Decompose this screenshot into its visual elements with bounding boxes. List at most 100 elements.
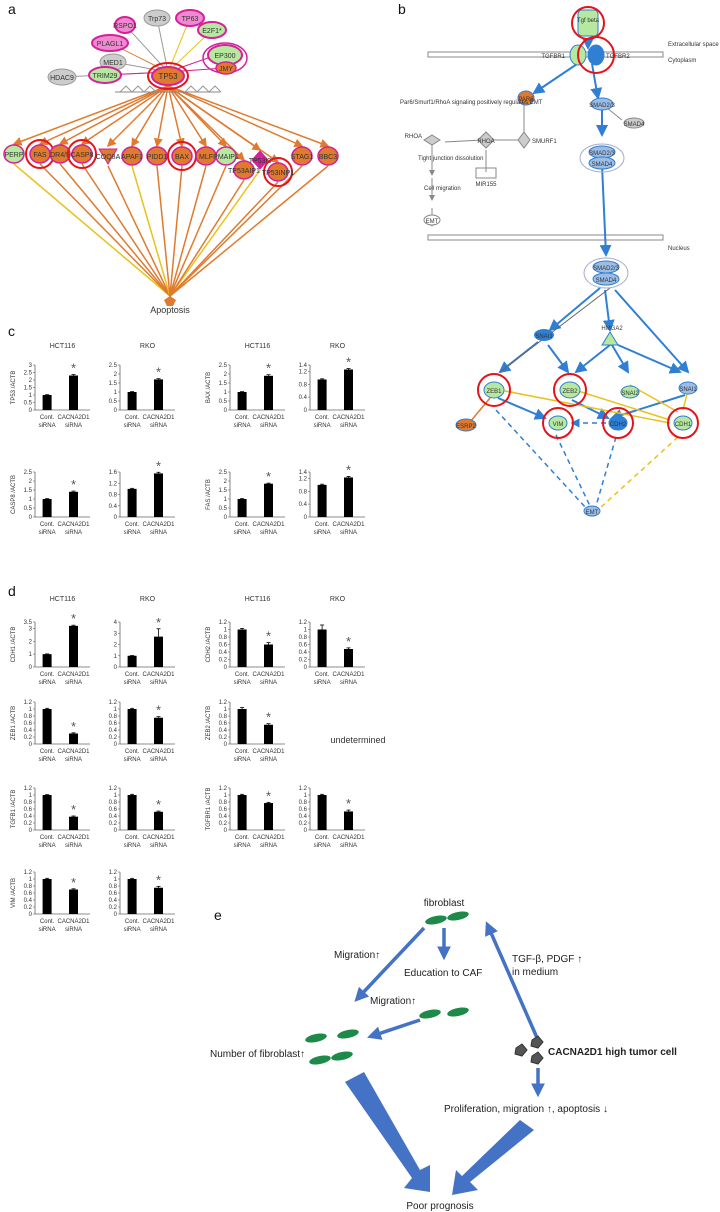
x-label: CACNA2D1 xyxy=(142,749,175,755)
chart-ylabel: VIM /ACTB xyxy=(11,878,17,908)
y-tick-label: 0.2 xyxy=(299,821,308,827)
y-tick-label: 2 xyxy=(114,372,118,378)
y-tick-label: 1.2 xyxy=(299,369,308,375)
y-tick-label: 1.6 xyxy=(109,470,118,476)
target-node xyxy=(215,146,237,166)
y-tick-label: 0 xyxy=(304,515,308,521)
node-smad-complex-label-b: SMAD4 xyxy=(592,162,613,168)
panel-e: e fibroblast Migration↑ xyxy=(210,898,677,1212)
bar xyxy=(154,379,163,410)
y-tick-label: 2.5 xyxy=(24,470,33,476)
edge-target-apoptosis xyxy=(81,163,171,297)
node-tp53 xyxy=(151,66,185,86)
bar xyxy=(42,654,52,667)
tumor-cell xyxy=(530,1035,544,1049)
y-tick-label: 0.8 xyxy=(219,800,228,806)
y-tick-label: 0.4 xyxy=(109,504,118,510)
edge-target-apoptosis xyxy=(156,165,171,297)
x-label: CACNA2D1 xyxy=(142,522,175,528)
panel-b-label: b xyxy=(398,1,406,17)
chart-ylabel: CDH1 /ACTB xyxy=(11,627,17,663)
y-tick-label: 0.4 xyxy=(24,898,33,904)
panel-a: a RSPO1 Trp73 TP63 PLAGL1 E2F1 xyxy=(3,1,339,315)
chart-ylabel: ZEB2 /ACTB xyxy=(206,706,212,740)
target-node xyxy=(291,146,313,166)
x-label: CACNA2D1 xyxy=(332,415,365,421)
chart-d13: 00.20.40.60.811.2Cont.siRNA*CACNA2D1siRN… xyxy=(109,870,176,933)
x-label: siRNA xyxy=(65,423,82,429)
significance-star: * xyxy=(156,365,161,380)
node-rhoa-a-label: RHOA xyxy=(405,134,422,140)
x-label: CACNA2D1 xyxy=(57,522,90,528)
y-tick-label: 2.5 xyxy=(219,363,228,369)
x-label: siRNA xyxy=(340,843,357,849)
x-label: siRNA xyxy=(124,530,141,536)
edge-target-apoptosis xyxy=(169,165,227,297)
y-tick-label: 0.2 xyxy=(219,658,228,664)
edge-target-apoptosis xyxy=(169,165,183,297)
bar xyxy=(264,375,273,410)
x-label: siRNA xyxy=(260,680,277,686)
chart-ylabel: CASP8 /ACTB xyxy=(11,475,17,514)
y-tick-label: 0.8 xyxy=(109,714,118,720)
node-plagl1-label: PLAGL1 xyxy=(97,41,124,48)
target-node-label: TP53INP1 xyxy=(262,170,294,177)
y-tick-label: 1.5 xyxy=(24,386,33,392)
edge-complex-nucleus xyxy=(599,164,612,257)
edge-tp53-target xyxy=(58,85,169,145)
y-tick-label: 1 xyxy=(29,877,33,883)
bar xyxy=(42,879,52,914)
node-plagl1 xyxy=(91,34,129,52)
node-tp53-ring xyxy=(147,62,189,90)
significance-star: * xyxy=(266,710,271,725)
y-tick-label: 0 xyxy=(114,665,118,671)
y-tick-label: 3 xyxy=(114,631,118,637)
node-tgfbr2-label: TGFBR2 xyxy=(606,54,630,60)
edge-tp53-target xyxy=(167,85,304,148)
target-node-ring xyxy=(67,139,97,169)
edge-nuc-zeb1 xyxy=(499,287,611,373)
tumor-cells xyxy=(514,1035,544,1065)
y-tick-label: 1.5 xyxy=(109,381,118,387)
y-tick-label: 1.2 xyxy=(24,700,33,706)
significance-star: * xyxy=(346,355,351,370)
y-tick-label: 1.2 xyxy=(299,620,308,626)
y-tick-label: 0.6 xyxy=(219,721,228,727)
x-label: siRNA xyxy=(260,423,277,429)
x-label: CACNA2D1 xyxy=(57,415,90,421)
bar xyxy=(154,636,163,667)
y-tick-label: 0 xyxy=(304,408,308,414)
x-label: Cont. xyxy=(40,749,55,755)
target-node-label: PIDD1 xyxy=(147,154,168,161)
node-smad-complex-outer xyxy=(579,143,625,173)
y-tick-label: 1.2 xyxy=(219,786,228,792)
y-tick-label: 0 xyxy=(304,828,308,834)
arrow-tgf xyxy=(485,921,540,1041)
bar xyxy=(344,477,353,517)
edge-nuc-hmga2 xyxy=(602,289,615,332)
node-tgfbr1-label: TGFBR1 xyxy=(541,54,565,60)
node-hdac9-label: HDAC9 xyxy=(50,75,74,82)
bar xyxy=(127,655,137,667)
node-smad4-label: SMAD4 xyxy=(624,122,645,128)
fibroblast-cell xyxy=(425,915,447,925)
education-label: Education to CAF xyxy=(404,968,482,979)
y-tick-label: 0 xyxy=(114,828,118,834)
chart-d8: TGFB1 /ACTB00.20.40.60.811.2Cont.siRNA*C… xyxy=(11,786,90,849)
node-mir155 xyxy=(475,167,497,179)
edge-tp53-target xyxy=(153,85,169,148)
y-tick-label: 0 xyxy=(114,912,118,918)
node-esrp2 xyxy=(455,418,477,432)
chart-ylabel: TGFB1 /ACTB xyxy=(11,790,17,829)
node-emt-top xyxy=(423,214,441,226)
bar xyxy=(264,644,273,667)
x-label: siRNA xyxy=(65,757,82,763)
y-tick-label: 0.2 xyxy=(24,905,33,911)
target-node xyxy=(317,146,339,166)
edge-tp53-target xyxy=(131,85,169,148)
x-label: siRNA xyxy=(314,423,331,429)
tp53-zigzag xyxy=(119,85,222,93)
panel-c-label: c xyxy=(8,323,15,339)
significance-star: * xyxy=(346,796,351,811)
edge-target-apoptosis xyxy=(169,169,261,297)
